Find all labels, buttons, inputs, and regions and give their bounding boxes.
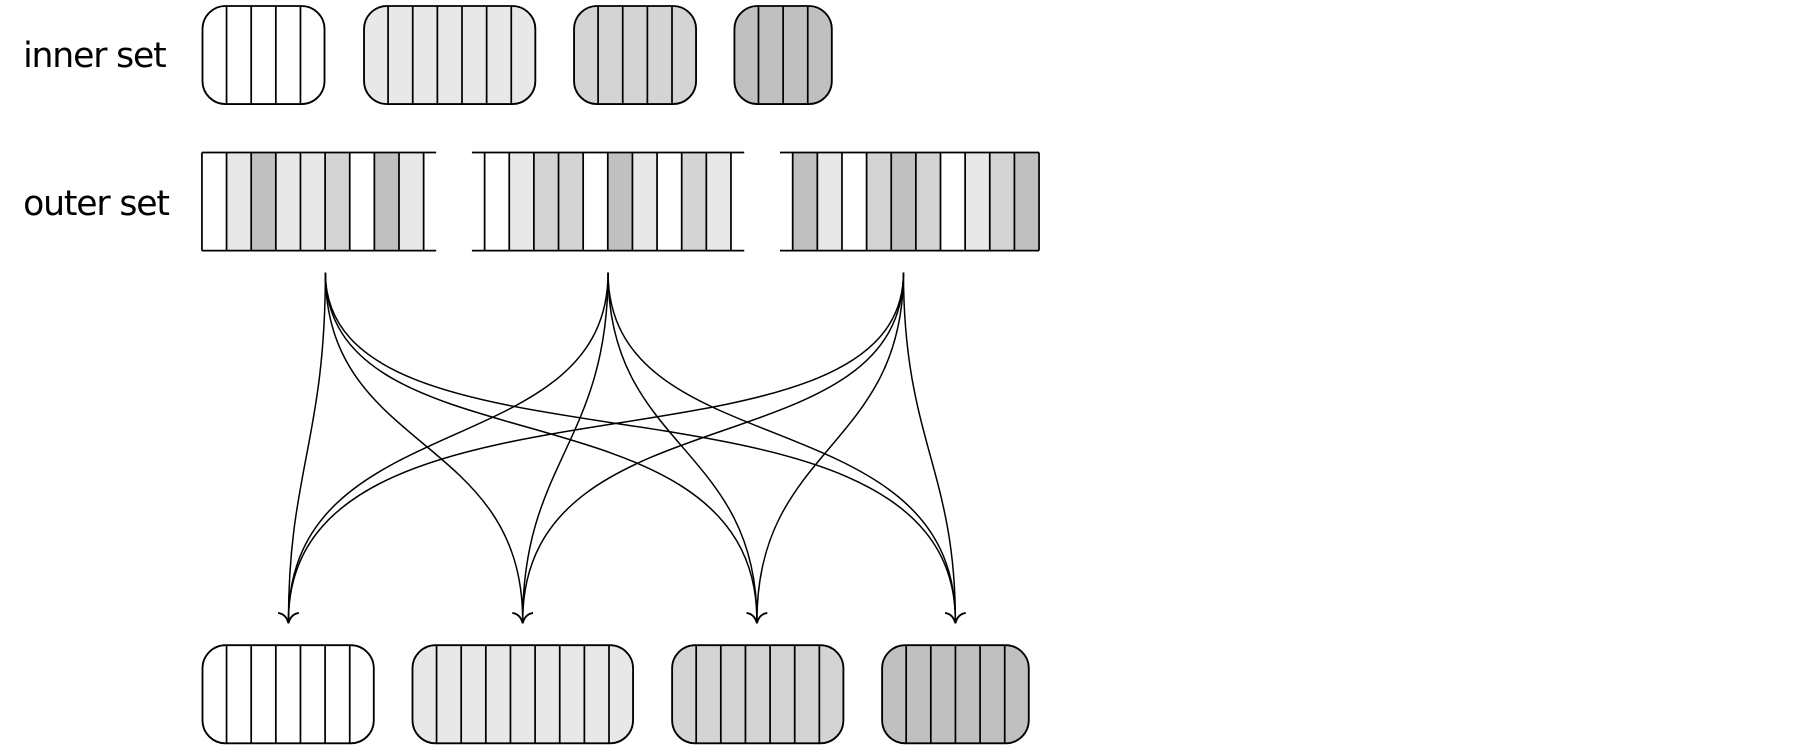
outer-cell (841, 152, 867, 251)
arrowhead-icon (277, 612, 300, 624)
outer-cell (399, 152, 424, 251)
arrow-path (607, 272, 957, 622)
arrow-path (287, 272, 905, 622)
outer-cell (300, 152, 326, 251)
outer-cell (201, 152, 227, 251)
arrowhead-icon (512, 612, 534, 624)
arrow-path (287, 272, 609, 622)
outer-cell (1014, 152, 1040, 251)
bucket-body (671, 644, 845, 745)
outer-cell (940, 152, 966, 251)
result-bucket-2 (411, 644, 634, 745)
outer-cell (226, 152, 252, 251)
outer-cell (866, 152, 892, 251)
inner-bucket-2 (363, 5, 537, 105)
outer-cell (251, 152, 276, 251)
arrow-path (607, 272, 758, 622)
outer-cell (792, 152, 818, 251)
outer-cell (989, 152, 1015, 251)
outer-set-label: outer set (23, 184, 169, 224)
inner-bucket-3 (573, 5, 697, 105)
outer-cell (915, 152, 941, 251)
outer-cell (681, 152, 707, 251)
outer-group-3 (779, 151, 1040, 252)
outer-cell (533, 152, 559, 251)
arrowhead-icon (944, 612, 966, 624)
arrow-path (287, 272, 327, 622)
result-bucket-1 (201, 644, 375, 745)
outer-cell (891, 152, 916, 251)
inner-set-row (201, 5, 833, 105)
bucket-body (573, 5, 697, 105)
outer-cell (583, 152, 608, 251)
arrow-path (902, 272, 957, 622)
arrow-path (521, 272, 609, 622)
bucket-body (201, 644, 375, 745)
outer-cell (325, 152, 350, 251)
outer-cell (374, 152, 400, 251)
inner-bucket-4 (733, 5, 833, 105)
outer-cell (632, 152, 658, 251)
outer-cell (607, 152, 633, 251)
result-bucket-3 (671, 644, 845, 745)
bucket-body (201, 5, 326, 105)
arrow-path (324, 272, 758, 622)
arrow-path (521, 272, 905, 622)
outer-cell (657, 152, 682, 251)
arrow-path (324, 272, 524, 622)
outer-cell (706, 152, 731, 251)
outer-group-2 (471, 151, 745, 252)
inner-set-label: inner set (23, 36, 166, 76)
bucket-body (411, 644, 634, 745)
outer-cell (965, 152, 990, 251)
outer-group-1 (201, 151, 437, 252)
bucket-body (363, 5, 537, 105)
outer-cell (509, 152, 534, 251)
outer-set-row (201, 151, 1040, 252)
arrowhead-icon (746, 612, 768, 624)
outer-cell (817, 152, 842, 251)
outer-cell (558, 152, 584, 251)
outer-cell (349, 152, 375, 251)
arrows (277, 272, 966, 624)
outer-cell (484, 152, 510, 251)
result-bucket-4 (881, 644, 1030, 745)
result-set-row (201, 644, 1030, 745)
outer-cell (275, 152, 301, 251)
arrow-path (324, 272, 957, 622)
inner-bucket-1 (201, 5, 326, 105)
arrow-path (756, 272, 905, 622)
